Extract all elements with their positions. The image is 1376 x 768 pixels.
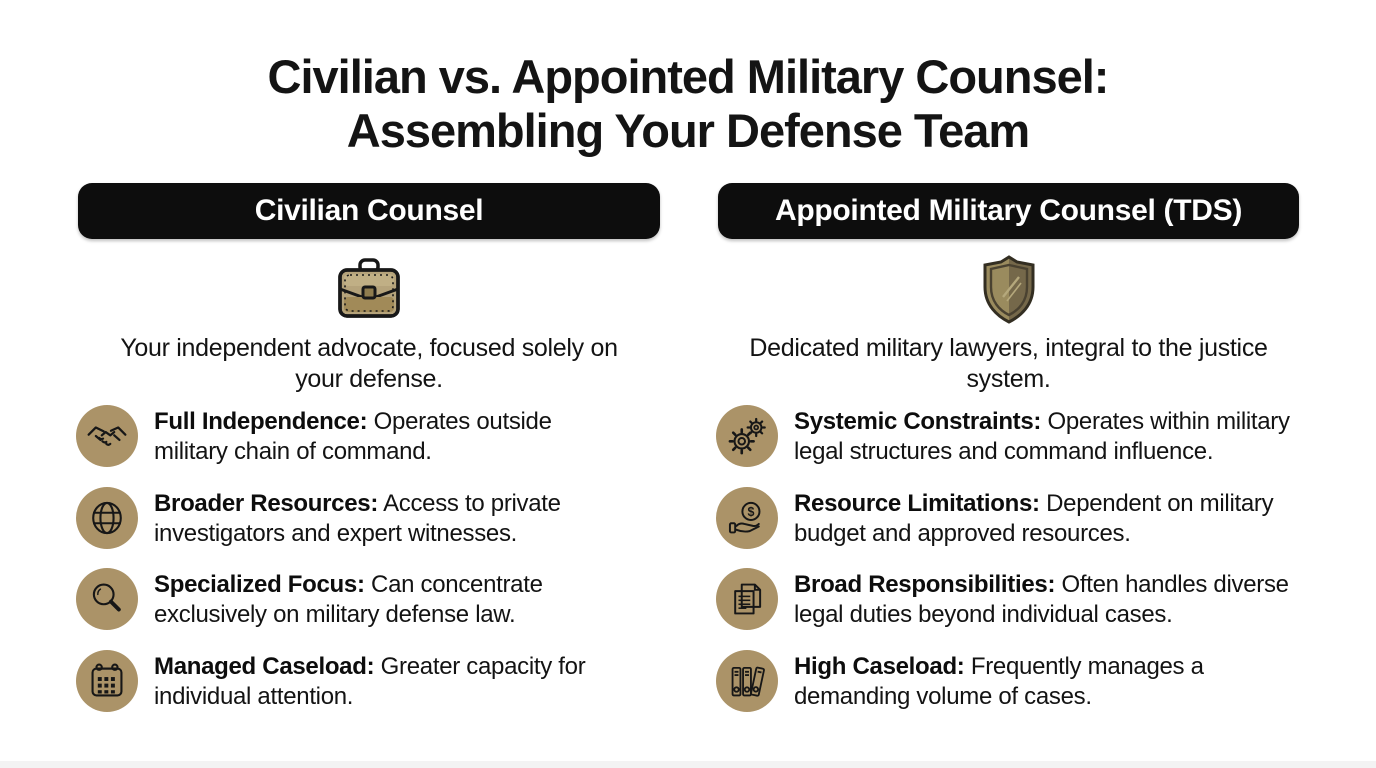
item-label: Broad Responsibilities:: [794, 571, 1056, 598]
item-body: Operates within military legal structure…: [794, 408, 1290, 465]
list-item: Broader Resources: Access to private inv…: [76, 487, 624, 549]
list-item: $ Resource Limitations: Dependent on mil…: [716, 487, 1309, 549]
civilian-counsel-subtitle: Your independent advocate, focused solel…: [120, 334, 618, 393]
civilian-counsel-column: Civilian Counsel Your independent advoca…: [76, 183, 660, 712]
item-label: Resource Limitations:: [794, 490, 1040, 517]
list-item: Full Independence: Operates outside mili…: [76, 405, 624, 467]
list-item: High Caseload: Frequently manages a dema…: [716, 650, 1309, 712]
shield-icon: [718, 249, 1299, 331]
military-counsel-subtitle: Dedicated military lawyers, integral to …: [749, 334, 1268, 393]
item-text: Full Independence: Operates outside mili…: [154, 407, 624, 467]
military-counsel-header-label: Appointed Military Counsel (TDS): [774, 194, 1243, 227]
item-text: Managed Caseload: Greater capacity for i…: [154, 652, 624, 712]
item-body: Dependent on military budget and approve…: [794, 490, 1274, 547]
page-title-line1: Civilian vs. Appointed Military Counsel:: [267, 50, 1110, 103]
item-body: Greater capacity for individual attentio…: [154, 653, 586, 710]
list-item: Managed Caseload: Greater capacity for i…: [76, 650, 624, 712]
magnifier-icon: [76, 568, 138, 630]
item-body: Frequently manages a demanding volume of…: [794, 653, 1204, 710]
globe-icon: [76, 487, 138, 549]
item-label: Systemic Constraints:: [794, 408, 1042, 435]
item-text: Broad Responsibilities: Often handles di…: [794, 570, 1309, 630]
item-label: Broader Resources:: [154, 490, 379, 517]
list-item: Systemic Constraints: Operates within mi…: [716, 405, 1309, 467]
briefcase-icon: [78, 249, 660, 331]
civilian-counsel-header: Civilian Counsel: [78, 183, 660, 239]
list-item: Broad Responsibilities: Often handles di…: [716, 568, 1309, 630]
page-title: Civilian vs. Appointed Military Counsel:…: [0, 50, 1376, 158]
item-text: High Caseload: Frequently manages a dema…: [794, 652, 1309, 712]
item-label: Managed Caseload:: [154, 653, 375, 680]
item-label: Full Independence:: [154, 408, 368, 435]
item-label: Specialized Focus:: [154, 571, 365, 598]
svg-text:$: $: [747, 505, 754, 519]
item-body: Access to private investigators and expe…: [154, 490, 561, 547]
handshake-icon: [76, 405, 138, 467]
calendar-icon: [76, 650, 138, 712]
military-counsel-column: Appointed Military Counsel (TDS) Dedicat…: [716, 183, 1299, 712]
gears-icon: [716, 405, 778, 467]
item-label: High Caseload:: [794, 653, 965, 680]
item-body: Often handles diverse legal duties beyon…: [794, 571, 1289, 628]
page-title-line2: Assembling Your Defense Team: [346, 104, 1030, 157]
list-item: Specialized Focus: Can concentrate exclu…: [76, 568, 624, 630]
documents-icon: [716, 568, 778, 630]
item-text: Resource Limitations: Dependent on milit…: [794, 489, 1309, 549]
item-body: Can concentrate exclusively on military …: [154, 571, 543, 628]
item-text: Broader Resources: Access to private inv…: [154, 489, 624, 549]
item-text: Specialized Focus: Can concentrate exclu…: [154, 570, 624, 630]
item-text: Systemic Constraints: Operates within mi…: [794, 407, 1309, 467]
binders-icon: [716, 650, 778, 712]
item-body: Operates outside military chain of comma…: [154, 408, 552, 465]
military-counsel-header: Appointed Military Counsel (TDS): [718, 183, 1299, 239]
money-hand-icon: $: [716, 487, 778, 549]
bottom-edge-strip: [0, 761, 1376, 768]
civilian-counsel-header-label: Civilian Counsel: [254, 194, 484, 227]
